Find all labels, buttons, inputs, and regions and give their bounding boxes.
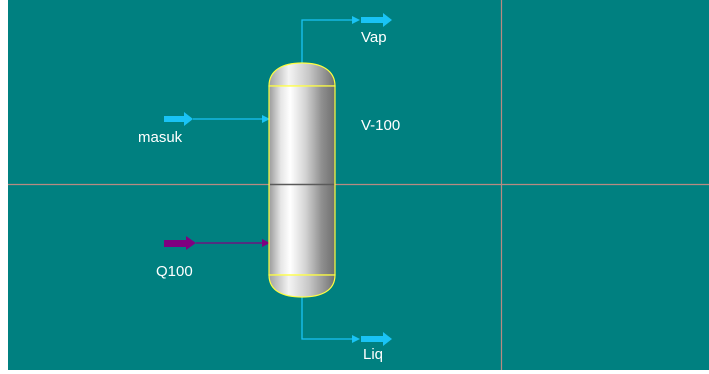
stream-liq-icon-head [383,332,392,346]
stream-q100-label[interactable]: Q100 [156,263,193,280]
stream-liq-line [301,296,358,340]
stream-vap-icon[interactable] [361,13,392,27]
stream-masuk-icon-shaft [164,116,186,122]
stream-vap-icon-shaft [361,17,385,23]
stream-liq-icon[interactable] [361,332,392,346]
stream-masuk[interactable] [164,112,270,126]
vessel-bottom-head [268,274,336,298]
vessel-body [268,85,336,276]
stream-liq-icon-shaft [361,336,385,342]
stream-q100[interactable] [164,236,270,250]
vessel-top-head [268,62,336,87]
canvas-background [8,0,709,374]
stream-masuk-icon-head [184,112,193,126]
stream-vap-line [301,19,358,64]
stream-liq-line-arrowhead [352,335,360,343]
canvas-bottom-border [0,370,709,374]
stream-masuk-label[interactable]: masuk [138,129,183,146]
stream-liq[interactable] [301,296,392,346]
stream-vap[interactable] [301,13,392,64]
stream-vap-icon-head [383,13,392,27]
separator-label[interactable]: V-100 [361,117,401,134]
stream-masuk-icon[interactable] [164,112,193,126]
stream-q100-icon-shaft [164,240,188,247]
stream-q100-icon-head [186,236,196,250]
stream-q100-icon[interactable] [164,236,196,250]
stream-vap-label[interactable]: Vap [361,29,387,46]
stream-vap-line-arrowhead [352,16,360,24]
stream-liq-label[interactable]: Liq [363,346,384,363]
stream-masuk-line-arrowhead [262,115,270,123]
separator-vessel-icon[interactable] [268,62,336,298]
stream-q100-line-arrowhead [262,239,270,247]
